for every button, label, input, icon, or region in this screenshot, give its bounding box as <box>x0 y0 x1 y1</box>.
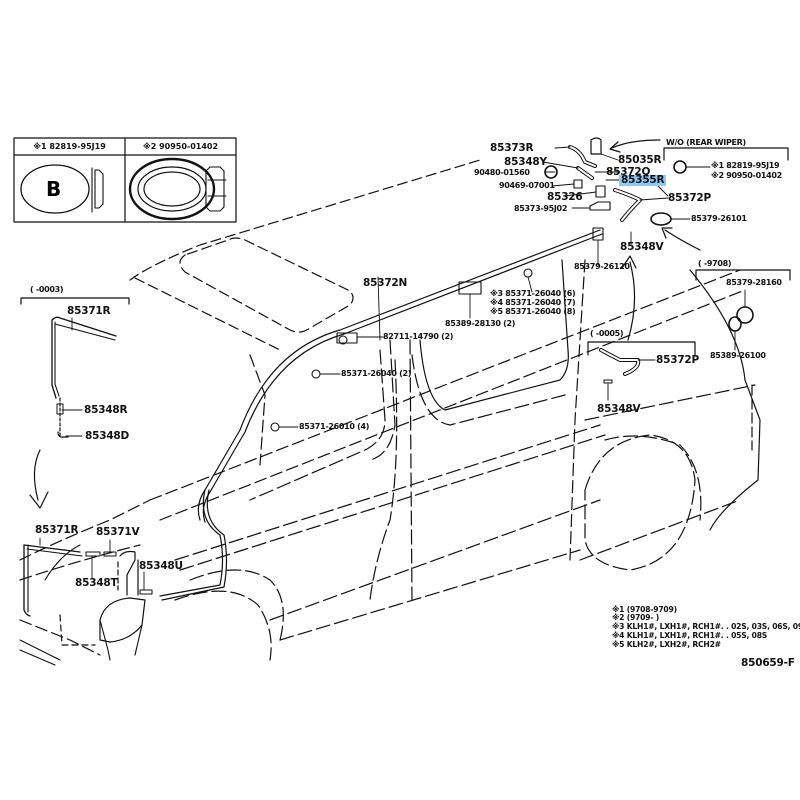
diagram-code: 850659-F <box>741 657 795 669</box>
part-label-85371R-bottom[interactable]: 85371R <box>35 524 79 536</box>
part-label-85379-28160[interactable]: 85379-28160 <box>726 278 782 287</box>
part-label-85389-26100[interactable]: 85389-26100 <box>710 351 766 360</box>
part-label-85348V-top[interactable]: 85348V <box>620 241 664 253</box>
footnote-5: ※5 KLH2#, LXH2#, RCH2# <box>612 640 721 649</box>
part-label-85355R-highlighted[interactable]: 85355R <box>619 174 667 186</box>
part-label-90469-07001[interactable]: 90469-07001 <box>499 181 555 190</box>
footnote-4: ※4 KLH1#, LXH1#, RCH1#. . 05S, 08S <box>612 631 768 640</box>
rear-wiper-part-1[interactable]: ※1 82819-95J19 <box>711 161 780 170</box>
rear-wiper-part-2[interactable]: ※2 90950-01402 <box>711 171 782 180</box>
part-label-85371-26040[interactable]: 85371-26040 (2) <box>341 369 412 378</box>
part-label-85348Y[interactable]: 85348Y <box>504 156 547 168</box>
bracket-right-range: ( -9708) <box>698 259 732 268</box>
part-label-85372P-mid[interactable]: 85372P <box>656 354 700 366</box>
footnote-1: ※1 (9708-9709) <box>612 605 677 614</box>
grommet-b-badge: B <box>46 177 62 201</box>
footnote-2: ※2 (9709- ) <box>612 613 659 622</box>
part-label-85379-26120[interactable]: 85379-26120 <box>574 262 630 271</box>
part-label-85372P-top[interactable]: 85372P <box>668 192 712 204</box>
bracket-mid-range: ( -0005) <box>590 329 624 338</box>
part-label-85348V-mid[interactable]: 85348V <box>597 403 641 415</box>
part-label-85371-26010[interactable]: 85371-26010 (4) <box>299 422 370 431</box>
inset-part-1: ※1 82819-95J19 <box>33 142 106 151</box>
part-label-90480-01560[interactable]: 90480-01560 <box>474 168 530 177</box>
part-label-85373R[interactable]: 85373R <box>490 142 534 154</box>
part-label-85348U[interactable]: 85348U <box>139 560 183 572</box>
inset-part-2: ※2 90950-01402 <box>142 142 219 151</box>
part-label-85379-26101[interactable]: 85379-26101 <box>691 214 747 223</box>
part-label-85389-28130[interactable]: 85389-28130 (2) <box>445 319 516 328</box>
bracket-rear-wiper: W/O (REAR WIPER) <box>666 138 746 147</box>
part-label-note4-clip[interactable]: ※4 85371-26040 (7) <box>490 298 576 307</box>
bracket-left-range: ( -0003) <box>30 285 64 294</box>
part-label-85326[interactable]: 85326 <box>547 191 583 203</box>
part-label-85373-95J02[interactable]: 85373-95J02 <box>514 204 568 213</box>
part-label-85348T[interactable]: 85348T <box>75 577 118 589</box>
part-label-82711-14790[interactable]: 82711-14790 (2) <box>383 332 454 341</box>
part-label-note3-clip[interactable]: ※3 85371-26040 (6) <box>490 289 576 298</box>
part-label-85372Q[interactable]: 85372Q <box>606 166 651 178</box>
part-label-85371V[interactable]: 85371V <box>96 526 140 538</box>
inset-box <box>13 137 237 223</box>
part-label-85372N[interactable]: 85372N <box>363 277 408 289</box>
part-label-85348R[interactable]: 85348R <box>84 404 128 416</box>
part-label-85371R-top[interactable]: 85371R <box>67 305 111 317</box>
part-label-85035R[interactable]: 85035R <box>618 154 662 166</box>
part-label-note5-clip[interactable]: ※5 85371-26040 (8) <box>490 307 576 316</box>
footnote-3: ※3 KLH1#, LXH1#, RCH1#. . 02S, 03S, 06S,… <box>612 622 800 631</box>
part-label-85348D[interactable]: 85348D <box>85 430 130 442</box>
